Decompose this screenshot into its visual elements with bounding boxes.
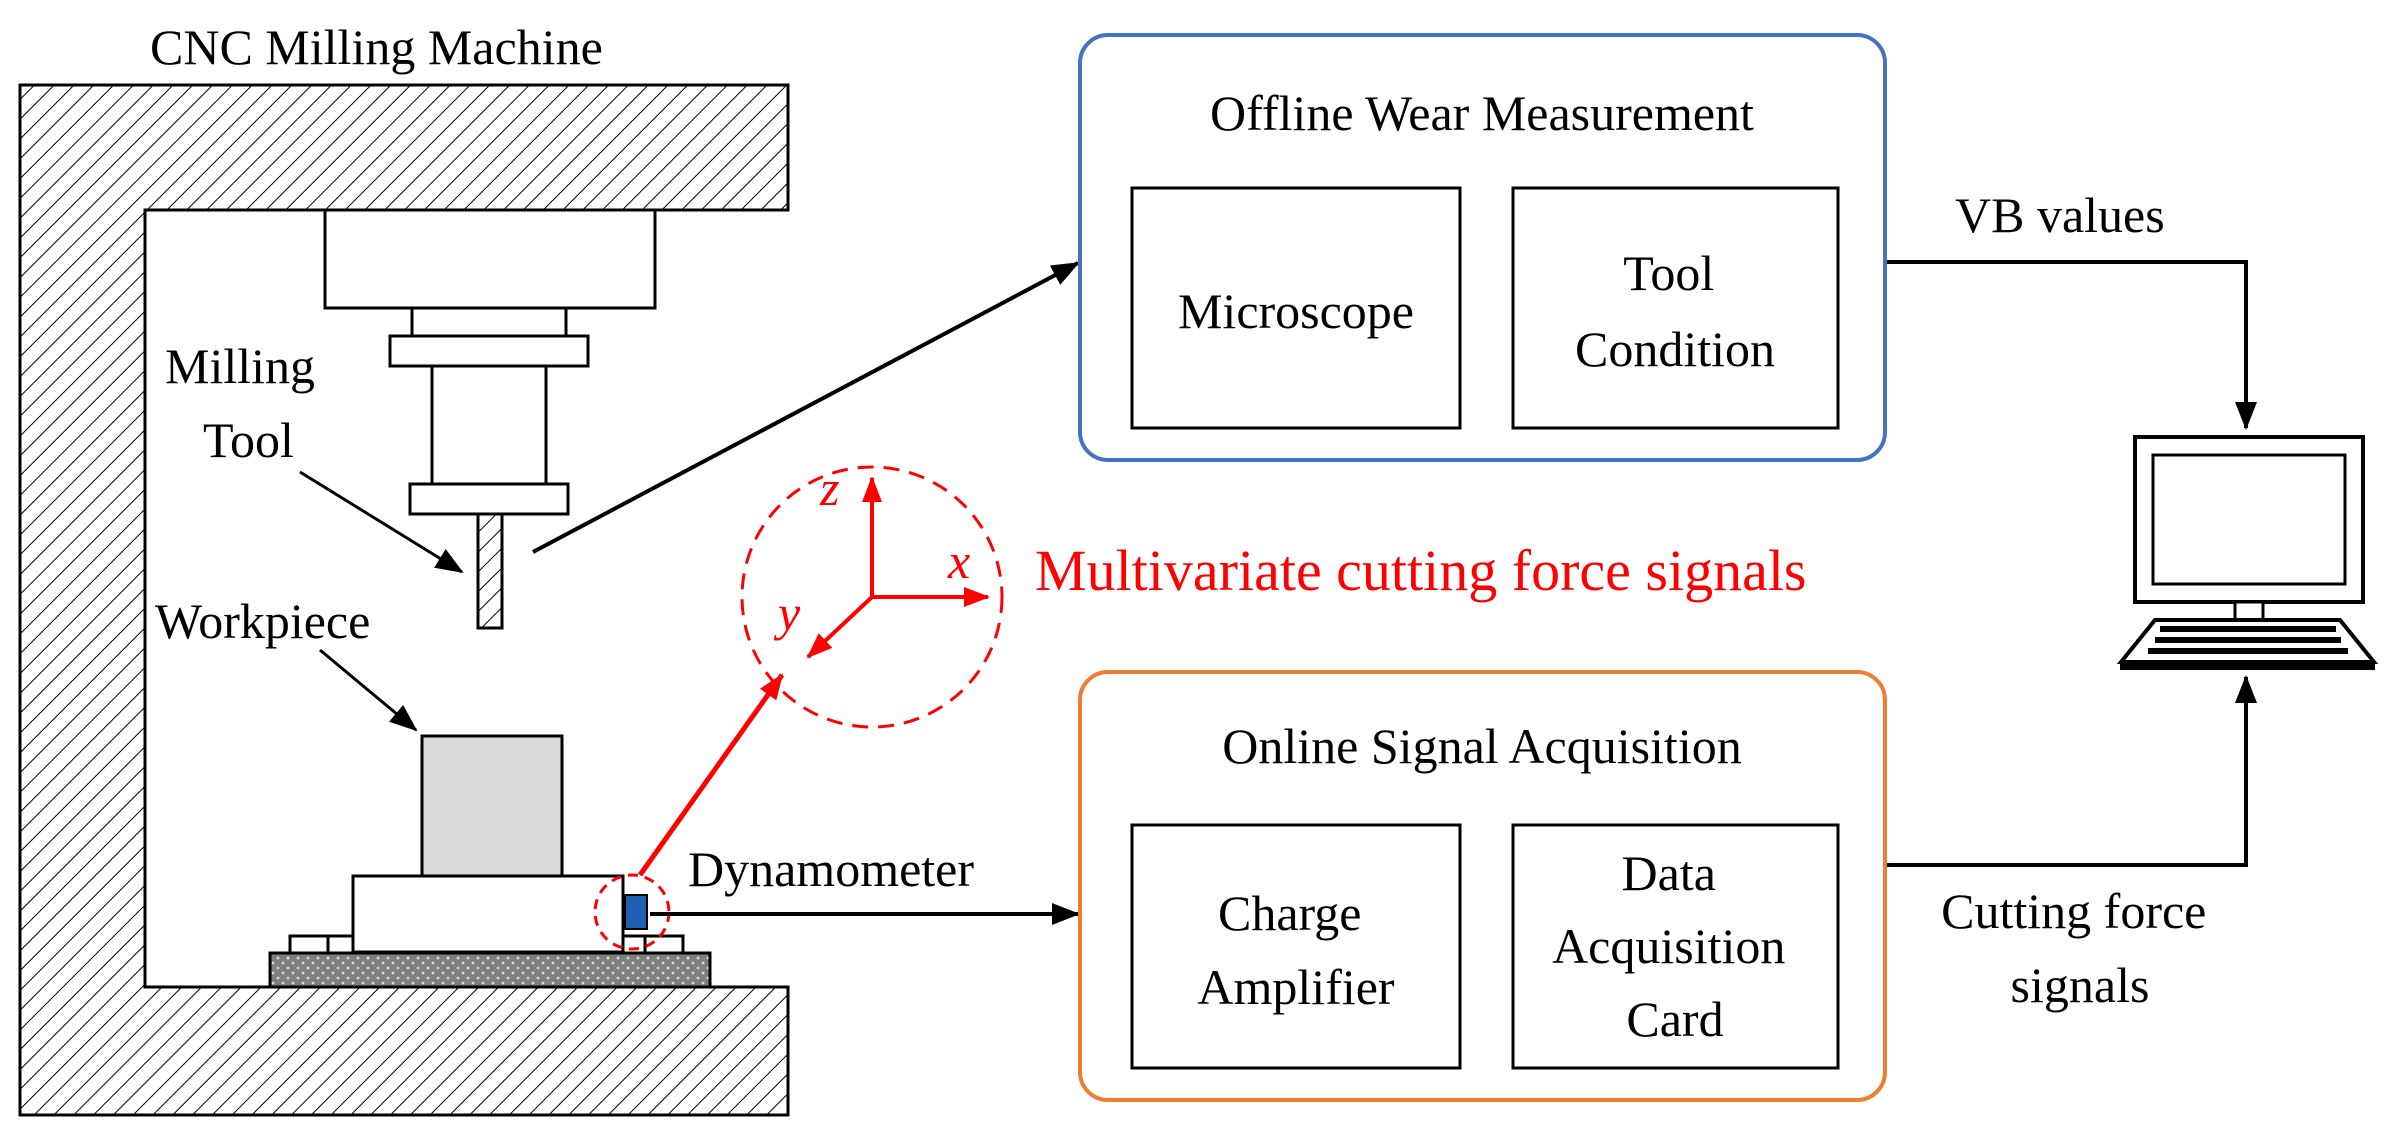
online-panel: Online Signal Acquisition Charge Amplifi… bbox=[1078, 670, 1887, 1102]
spindle bbox=[323, 208, 657, 630]
fixture bbox=[268, 874, 712, 989]
tool-label-line-2: Tool bbox=[203, 412, 294, 468]
axis-x-label: x bbox=[947, 533, 970, 589]
microscope-label: Microscope bbox=[1178, 283, 1414, 339]
force-signal-arrow bbox=[637, 673, 785, 877]
cutting-force-arrow bbox=[1887, 675, 2257, 867]
vb-values-label: VB values bbox=[1955, 187, 2165, 243]
axis-y-label: y bbox=[773, 585, 801, 641]
cutting-force-label: Cutting force signals bbox=[1941, 883, 2219, 1013]
charge-amplifier-box bbox=[1130, 823, 1462, 1070]
workpiece-label: Workpiece bbox=[155, 593, 370, 649]
daq-card-label: Data Acquisition Card bbox=[1552, 845, 1798, 1047]
daq-card-line-2: Acquisition bbox=[1552, 918, 1785, 974]
online-title: Online Signal Acquisition bbox=[1222, 718, 1741, 774]
axis-z-label: z bbox=[819, 460, 839, 516]
computer-icon bbox=[2116, 435, 2379, 670]
daq-card-line-1: Data bbox=[1622, 845, 1716, 901]
force-axes bbox=[740, 465, 1004, 729]
tool-to-offline-arrow bbox=[532, 261, 1080, 554]
offline-panel: Offline Wear Measurement Microscope Tool… bbox=[1078, 33, 1887, 462]
force-signals-caption: Multivariate cutting force signals bbox=[1035, 538, 1807, 603]
dynamometer-label: Dynamometer bbox=[688, 841, 974, 897]
charge-amplifier-label: Charge Amplifier bbox=[1197, 885, 1395, 1015]
cutting-force-line-1: Cutting force bbox=[1941, 883, 2206, 939]
daq-card-line-3: Card bbox=[1626, 991, 1723, 1047]
tool-label-line-1: Milling bbox=[165, 338, 315, 394]
charge-amplifier-line-1: Charge bbox=[1218, 885, 1361, 941]
workpiece bbox=[420, 734, 564, 878]
tool-condition-line-2: Condition bbox=[1575, 321, 1775, 377]
pointer-arrows bbox=[299, 470, 464, 732]
charge-amplifier-line-2: Amplifier bbox=[1197, 959, 1395, 1015]
daq-card-box bbox=[1511, 823, 1840, 1070]
machine-frame bbox=[18, 83, 790, 1117]
vb-values-arrow bbox=[1887, 260, 2257, 430]
cutting-force-line-2: signals bbox=[2011, 957, 2150, 1013]
tool-condition-line-1: Tool bbox=[1623, 245, 1714, 301]
tool-condition-box bbox=[1511, 186, 1840, 430]
tool-condition-label: Tool Condition bbox=[1575, 245, 1775, 377]
microscope-box bbox=[1130, 186, 1462, 430]
offline-title: Offline Wear Measurement bbox=[1210, 85, 1754, 141]
tool-label: Milling Tool bbox=[165, 338, 328, 468]
machine-title: CNC Milling Machine bbox=[150, 19, 603, 75]
keyboard-keys bbox=[2148, 626, 2348, 654]
